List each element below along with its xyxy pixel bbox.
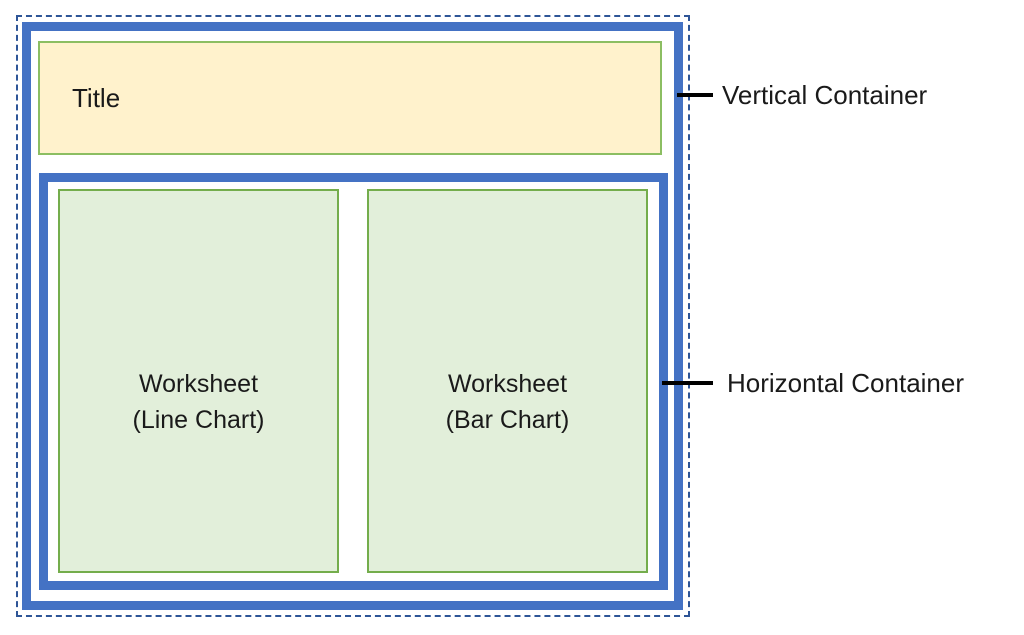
title-box: Title bbox=[38, 41, 662, 155]
worksheet-bar-chart-name: Worksheet bbox=[447, 370, 568, 398]
worksheet-line-chart-name: Worksheet bbox=[138, 370, 259, 398]
title-box-label: Title bbox=[72, 82, 121, 113]
vertical-container-label: Vertical Container bbox=[722, 80, 928, 110]
horizontal-container-callout-line bbox=[662, 381, 713, 385]
worksheet-line-chart-type: (Line Chart) bbox=[132, 406, 265, 434]
worksheet-line-chart-box: Worksheet (Line Chart) bbox=[58, 189, 339, 573]
vertical-container-callout-line bbox=[677, 93, 713, 97]
worksheet-bar-chart-type: (Bar Chart) bbox=[445, 406, 570, 434]
dashboard-dashed-outline bbox=[16, 15, 690, 617]
worksheet-bar-chart-box: Worksheet (Bar Chart) bbox=[367, 189, 648, 573]
horizontal-container-label: Horizontal Container bbox=[727, 368, 965, 398]
